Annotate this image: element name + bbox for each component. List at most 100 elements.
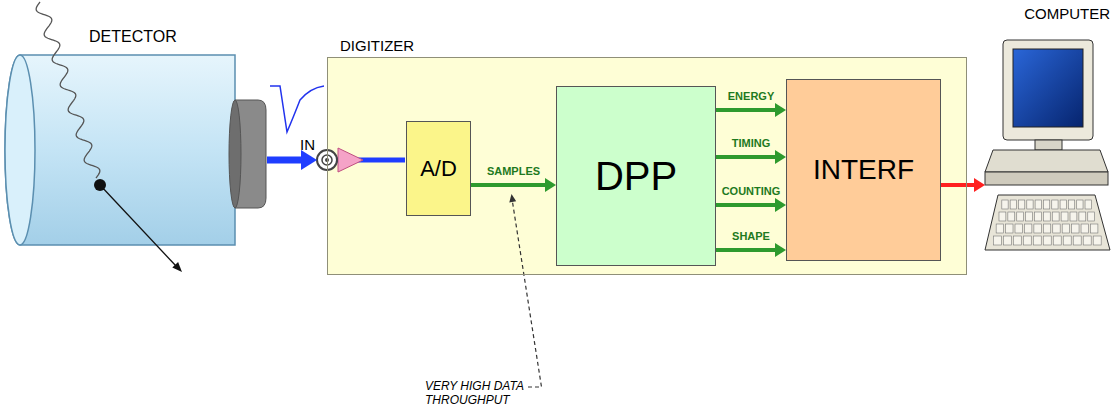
key <box>1093 236 1101 245</box>
output-arrow <box>941 178 985 192</box>
key <box>1015 224 1022 233</box>
signal-pulse <box>270 86 324 132</box>
key <box>1013 236 1021 245</box>
signal-label: SAMPLES <box>487 165 540 177</box>
system-unit-front <box>985 172 1108 185</box>
key <box>1034 224 1041 233</box>
key <box>1034 212 1041 221</box>
node-label: INTERF <box>813 154 914 186</box>
amplifier-symbol <box>338 148 363 172</box>
key <box>1063 236 1071 245</box>
connector-line <box>716 203 776 207</box>
node-label: DPP <box>595 154 677 199</box>
interface-box: INTERF <box>786 79 941 261</box>
key <box>1043 224 1050 233</box>
keyboard <box>985 195 1110 250</box>
dpp-box: DPP <box>556 86 716 266</box>
connector-line <box>267 157 302 164</box>
signal-label: ENERGY <box>728 90 774 102</box>
data-arrow <box>716 243 786 257</box>
key <box>1010 200 1016 209</box>
key <box>1043 212 1050 221</box>
key <box>1081 224 1088 233</box>
detector-cap-edge <box>229 100 241 208</box>
connector-line <box>471 183 546 187</box>
arrowhead <box>775 103 786 117</box>
ray-arrowhead <box>172 262 182 272</box>
signal-label: TIMING <box>732 137 771 149</box>
key <box>1085 200 1091 209</box>
detector-body <box>5 55 235 245</box>
computer-icon <box>985 40 1110 250</box>
system-unit <box>985 150 1108 172</box>
monitor-neck <box>1035 140 1062 150</box>
key <box>1077 200 1083 209</box>
key <box>1052 212 1059 221</box>
digitizer-fill <box>327 57 967 275</box>
key <box>1026 212 1033 221</box>
key <box>1006 224 1013 233</box>
key <box>993 236 1001 245</box>
key <box>1027 200 1033 209</box>
key <box>1043 200 1049 209</box>
adc-box: A/D <box>406 121 471 216</box>
node-label: A/D <box>420 156 457 182</box>
key <box>1017 212 1024 221</box>
key <box>1072 224 1079 233</box>
key <box>1079 212 1086 221</box>
key <box>1068 200 1074 209</box>
key <box>1083 236 1091 245</box>
key <box>1061 212 1068 221</box>
key <box>1023 236 1031 245</box>
data-arrow <box>716 198 786 212</box>
leader-arrowhead <box>509 194 516 202</box>
key <box>1052 200 1058 209</box>
data-arrow <box>716 103 786 117</box>
arrowhead <box>775 198 786 212</box>
node-label: DETECTOR <box>89 28 267 46</box>
connector-line <box>716 155 776 159</box>
data-arrow <box>716 150 786 164</box>
key <box>1024 224 1031 233</box>
connector-line <box>941 183 975 187</box>
key <box>1090 224 1097 233</box>
key <box>1053 224 1060 233</box>
screen <box>1013 49 1083 127</box>
key <box>1070 212 1077 221</box>
signal-arrow <box>267 150 317 170</box>
node-label: DIGITIZER <box>340 37 414 54</box>
computer: COMPUTER <box>985 5 1112 260</box>
key <box>1062 224 1069 233</box>
key <box>1088 212 1095 221</box>
key <box>1008 212 1015 221</box>
digitizer-box: DIGITIZERA/DDPPINTERF <box>327 57 967 275</box>
arrowhead <box>545 178 556 192</box>
arrowhead <box>775 243 786 257</box>
detector-face <box>5 55 35 245</box>
arrowhead <box>301 150 317 170</box>
leader-line <box>513 202 542 387</box>
data-arrow <box>471 178 556 192</box>
keyboard-keys <box>993 200 1101 245</box>
connector-label: IN <box>300 136 315 153</box>
arrowhead <box>974 178 985 192</box>
key <box>1060 200 1066 209</box>
key <box>1033 236 1041 245</box>
key <box>1043 236 1051 245</box>
signal-label: SHAPE <box>732 230 770 242</box>
arrowhead <box>775 150 786 164</box>
scattered-ray <box>100 185 176 266</box>
key <box>1018 200 1024 209</box>
key <box>999 212 1006 221</box>
connector-line <box>716 108 776 112</box>
detector: DETECTOR <box>5 28 267 250</box>
signal-label: COUNTING <box>722 185 781 197</box>
key <box>1073 236 1081 245</box>
key <box>1002 200 1008 209</box>
note: VERY HIGH DATA THROUGHPUT <box>425 379 525 407</box>
key <box>1053 236 1061 245</box>
monitor <box>1003 40 1093 140</box>
key <box>996 224 1003 233</box>
connector-line <box>716 248 776 252</box>
